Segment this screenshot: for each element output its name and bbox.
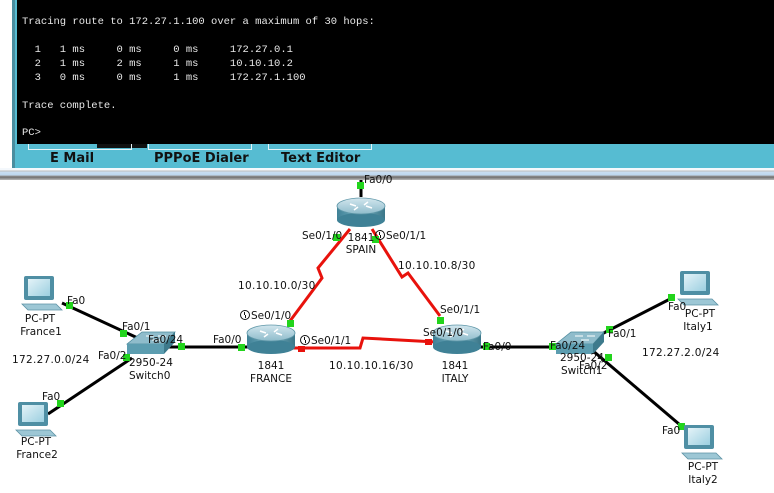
link-switch1-italy2 xyxy=(591,348,687,432)
device-name: ITALY xyxy=(441,373,469,385)
port-label: Fa0 xyxy=(42,391,61,403)
port-label: Fa0/2 xyxy=(98,350,127,362)
device-name: Switch1 xyxy=(561,365,603,377)
port-label: Fa0 xyxy=(67,295,86,307)
port-label: Fa0/1 xyxy=(122,321,151,333)
port-label: Se0/1/1 xyxy=(300,335,351,347)
device-model: 2950-24 xyxy=(560,352,604,364)
port-label: Fa0/24 xyxy=(148,334,184,346)
device-model: PC-PT xyxy=(20,436,52,448)
link-spain-france xyxy=(288,228,352,322)
port-label: Se0/1/1 xyxy=(375,230,426,242)
port-label: Se0/1/0 xyxy=(302,230,343,242)
tab-email[interactable]: E Mail xyxy=(50,151,95,166)
device-name: France1 xyxy=(20,326,62,338)
pc-italy2-icon xyxy=(681,425,723,460)
tab-text-editor[interactable]: Text Editor xyxy=(281,151,361,166)
port-label: Se0/1/0 xyxy=(423,327,464,339)
device-model: 2950-24 xyxy=(129,357,173,369)
link-france-italy xyxy=(292,336,437,350)
links-layer xyxy=(15,180,723,460)
switch0-icon xyxy=(125,331,176,354)
port-label: Fa0 xyxy=(662,425,681,437)
network-label: 10.10.10.0/30 xyxy=(238,280,316,292)
desktop-app-tabs: E Mail PPPoE Dialer Text Editor xyxy=(17,144,774,168)
pc-france2-icon xyxy=(15,402,57,437)
network-label: 172.27.2.0/24 xyxy=(642,347,720,359)
network-label: 172.27.0.0/24 xyxy=(12,354,90,366)
link-france1-switch0 xyxy=(61,301,143,342)
terminal-line: 3 0 ms 0 ms 1 ms 172.27.1.100 xyxy=(22,72,306,84)
topology-workspace[interactable]: Fa0/0 Se0/1/0 Se0/1/1 1841 SPAIN 10.10.1… xyxy=(0,174,774,493)
port-label: Se0/1/0 xyxy=(240,310,291,322)
device-name: FRANCE xyxy=(250,373,292,385)
terminal-line: 2 1 ms 2 ms 1 ms 10.10.10.2 xyxy=(22,58,293,70)
port-label: Fa0/0 xyxy=(364,174,393,186)
tab-frame xyxy=(268,144,372,150)
port-status-dots xyxy=(57,182,685,430)
terminal-line: Tracing route to 172.27.1.100 over a max… xyxy=(22,16,375,28)
router-italy-icon xyxy=(432,324,482,354)
device-model: PC-PT xyxy=(687,461,719,473)
port-label: Fa0/0 xyxy=(483,341,512,353)
window-margin xyxy=(0,0,12,168)
tab-frame xyxy=(28,144,132,150)
device-model: 1841 xyxy=(347,232,375,244)
port-label: Fa0/0 xyxy=(213,334,242,346)
window-bottom-border xyxy=(0,168,774,180)
pc-france1[interactable] xyxy=(20,274,64,312)
clock-icon xyxy=(300,335,310,345)
device-name: Switch0 xyxy=(129,370,171,382)
device-name: Italy1 xyxy=(683,321,713,333)
device-name: France2 xyxy=(16,449,58,461)
pc-france1-icon xyxy=(21,276,63,311)
link-spain-italy xyxy=(370,228,442,317)
tab-frame xyxy=(148,144,252,150)
tab-pppoe-dialer[interactable]: PPPoE Dialer xyxy=(154,151,249,166)
network-label: 10.10.10.16/30 xyxy=(329,360,414,372)
router-france[interactable] xyxy=(246,324,296,354)
port-label: Se0/1/1 xyxy=(440,304,481,316)
pc-italy2[interactable] xyxy=(680,423,724,461)
terminal-prompt[interactable]: PC> xyxy=(22,127,41,139)
port-label: Fa0/1 xyxy=(608,328,637,340)
router-spain-icon xyxy=(336,197,386,227)
pc-italy1-icon xyxy=(677,271,719,306)
network-label: 10.10.10.8/30 xyxy=(398,260,476,272)
pc-france2[interactable] xyxy=(14,400,58,438)
device-model: 1841 xyxy=(257,360,285,372)
device-model: 1841 xyxy=(441,360,469,372)
terminal-line: 1 1 ms 0 ms 0 ms 172.27.0.1 xyxy=(22,44,293,56)
terminal-line: Trace complete. xyxy=(22,100,117,112)
clock-icon xyxy=(375,230,385,240)
router-spain[interactable] xyxy=(336,198,386,226)
switch1-icon xyxy=(554,331,605,354)
port-label: Fa0 xyxy=(668,301,687,313)
port-label: Fa0/24 xyxy=(550,340,586,352)
port-label: Fa0/2 xyxy=(579,360,608,372)
router-france-icon xyxy=(246,324,296,354)
command-prompt-terminal[interactable]: Tracing route to 172.27.1.100 over a max… xyxy=(17,0,774,144)
device-name: Italy2 xyxy=(688,474,718,486)
scroll-indicator xyxy=(97,144,147,148)
clock-icon xyxy=(240,310,250,320)
device-model: PC-PT xyxy=(24,313,56,325)
device-model: PC-PT xyxy=(684,308,716,320)
device-name: SPAIN xyxy=(345,244,377,256)
